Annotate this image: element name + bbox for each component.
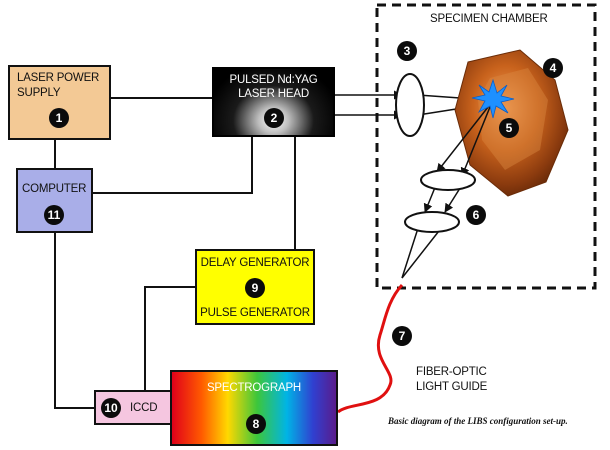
badge-1: 1 [49,108,69,128]
badge-5: 5 [499,118,519,138]
delay-generator-label: DELAY GENERATOR [200,257,310,269]
collection-lens-1 [420,169,476,191]
laser-head-box: PULSED Nd:YAG LASER HEAD 2 [212,67,335,137]
laser-power-supply-label-line2: SUPPLY [17,87,61,99]
badge-11: 11 [44,205,64,225]
specimen-chamber-label: SPECIMEN CHAMBER [430,13,548,25]
plasma-spark [471,78,515,119]
fiber-optic-cable [337,283,404,414]
badge-6: 6 [466,205,486,225]
computer-box: COMPUTER 11 [16,168,93,233]
fiber-optic-label-line2: LIGHT GUIDE [416,381,488,393]
spectrograph-label: SPECTROGRAPH [206,382,302,394]
iccd-box: 10 ICCD [94,390,172,425]
badge-3: 3 [397,41,417,61]
delay-generator-box: DELAY GENERATOR 9 PULSE GENERATOR [195,249,315,325]
laser-head-label-line2: LASER HEAD [238,88,309,100]
figure-caption: Basic diagram of the LIBS configuration … [388,416,568,426]
badge-4: 4 [543,58,563,78]
badge-10: 10 [101,398,121,418]
iccd-label: ICCD [130,402,158,414]
badge-7: 7 [392,326,412,346]
badge-9: 9 [245,278,265,298]
spectrograph-box: SPECTROGRAPH 8 [170,370,338,446]
laser-head-label-line1: PULSED Nd:YAG [229,74,318,86]
laser-power-supply-label-line1: LASER POWER [17,72,100,84]
badge-2: 2 [264,108,284,128]
collection-lens-2 [404,211,460,233]
computer-label: COMPUTER [22,183,87,195]
pulse-generator-label: PULSE GENERATOR [200,307,310,319]
focusing-lens [395,73,425,137]
laser-power-supply-box: LASER POWER SUPPLY 1 [8,65,111,140]
specimen-chamber-border [375,3,597,290]
badge-8: 8 [246,414,266,434]
fiber-optic-label-line1: FIBER-OPTIC [416,366,487,378]
wiring [54,97,296,409]
